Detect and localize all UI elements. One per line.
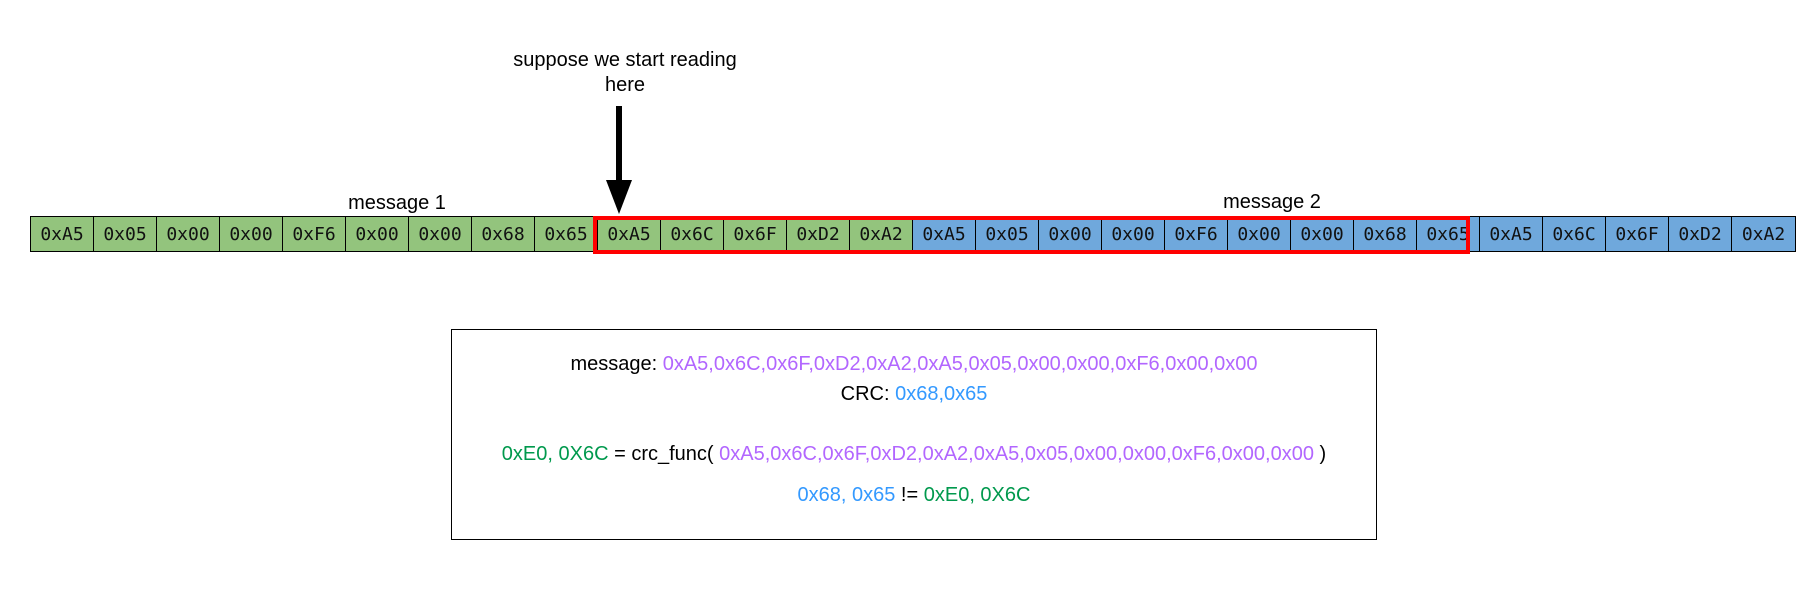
function-argument: 0xA5,0x6C,0x6F,0xD2,0xA2,0xA5,0x05,0x00,… <box>719 443 1314 465</box>
crc-line: CRC: 0x68,0x65 <box>452 383 1376 406</box>
byte-cell: 0xF6 <box>1165 217 1228 251</box>
byte-cell: 0x00 <box>1039 217 1102 251</box>
byte-cell: 0x68 <box>1354 217 1417 251</box>
byte-cell: 0xA2 <box>850 217 913 251</box>
byte-cell: 0xD2 <box>787 217 850 251</box>
byte-cell: 0xA5 <box>913 217 976 251</box>
byte-cell: 0xF6 <box>283 217 346 251</box>
byte-cell: 0x00 <box>220 217 283 251</box>
message-value: 0xA5,0x6C,0x6F,0xD2,0xA2,0xA5,0x05,0x00,… <box>662 353 1258 375</box>
function-close: ) <box>1313 443 1327 465</box>
byte-cell: 0x00 <box>1228 217 1291 251</box>
byte-cell: 0xA5 <box>31 217 94 251</box>
byte-cell: 0x6C <box>661 217 724 251</box>
byte-cell: 0x6F <box>1606 217 1669 251</box>
byte-cell: 0x00 <box>1102 217 1165 251</box>
comparison-line: 0x68, 0x65 != 0xE0, 0X6C <box>452 484 1376 507</box>
byte-cell: 0x05 <box>94 217 157 251</box>
message-line: message: 0xA5,0x6C,0x6F,0xD2,0xA2,0xA5,0… <box>452 353 1376 376</box>
byte-cell: 0x00 <box>1291 217 1354 251</box>
message-label: message: <box>570 353 663 375</box>
down-arrow-icon <box>606 106 632 214</box>
byte-cell: 0xA2 <box>1732 217 1795 251</box>
message-2-label: message 2 <box>1223 191 1321 213</box>
byte-cell: 0x6C <box>1543 217 1606 251</box>
byte-cell: 0x00 <box>346 217 409 251</box>
byte-cell: 0x05 <box>976 217 1039 251</box>
byte-cell: 0x65 <box>535 217 598 251</box>
byte-cell: 0xA5 <box>598 217 661 251</box>
byte-cell: 0x65 <box>1417 217 1480 251</box>
assign-text: = crc_func( <box>608 443 720 465</box>
computed-crc: 0xE0, 0X6C <box>501 443 609 465</box>
compare-right: 0xE0, 0X6C <box>923 484 1031 506</box>
byte-cell: 0x00 <box>409 217 472 251</box>
start-reading-note: suppose we start reading here <box>513 49 737 96</box>
crc-check-box: message: 0xA5,0x6C,0x6F,0xD2,0xA2,0xA5,0… <box>451 329 1377 540</box>
byte-cell: 0x00 <box>157 217 220 251</box>
byte-cell: 0xA5 <box>1480 217 1543 251</box>
message-1-label: message 1 <box>348 192 446 214</box>
crc-label: CRC: <box>840 383 896 405</box>
byte-cell: 0x6F <box>724 217 787 251</box>
byte-cell: 0xD2 <box>1669 217 1732 251</box>
compare-operator: != <box>895 484 924 506</box>
crc-function-line: 0xE0, 0X6C = crc_func( 0xA5,0x6C,0x6F,0x… <box>452 443 1376 466</box>
compare-left: 0x68, 0x65 <box>797 484 896 506</box>
crc-value: 0x68,0x65 <box>895 383 988 405</box>
byte-cell: 0x68 <box>472 217 535 251</box>
